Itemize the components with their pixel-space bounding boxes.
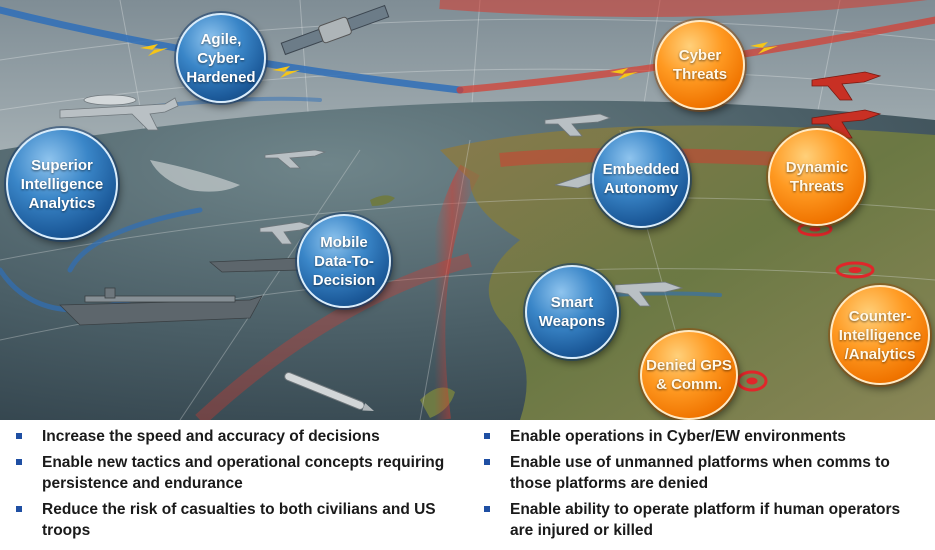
- target-ring: [835, 261, 875, 279]
- enemy-jet-icon: [811, 109, 882, 139]
- mobile-data-to-decision-bubble: Mobile Data-To- Decision: [297, 214, 391, 308]
- cyber-threats-bubble: Cyber Threats: [655, 20, 745, 110]
- satellite-icon: [280, 4, 390, 56]
- benefit-text: Enable operations in Cyber/EW environmen…: [510, 428, 846, 445]
- carrier-island: [104, 287, 116, 299]
- enemy-jet-icon: [811, 71, 882, 101]
- enemy-aircraft: [811, 71, 882, 139]
- bullet-square-icon: [484, 506, 490, 512]
- benefit-item: Enable operations in Cyber/EW environmen…: [482, 426, 927, 447]
- lightning-icon: [610, 68, 638, 80]
- bullet-square-icon: [16, 433, 22, 439]
- missile-icon: [284, 371, 375, 411]
- embedded-autonomy-bubble: Embedded Autonomy: [592, 130, 690, 228]
- bullet-square-icon: [484, 433, 490, 439]
- smoke-trail: [150, 160, 240, 192]
- bullet-square-icon: [16, 459, 22, 465]
- denied-gps-comm-bubble: Denied GPS & Comm.: [640, 330, 738, 420]
- awacs-radome: [83, 94, 137, 106]
- lightning-icon: [272, 66, 300, 78]
- target-rings: [736, 221, 875, 392]
- naval-vessels: [59, 254, 314, 326]
- benefit-item: Increase the speed and accuracy of decis…: [14, 426, 459, 447]
- uav-icon: [614, 281, 684, 307]
- fighter-jet-icon: [264, 149, 327, 169]
- bullet-square-icon: [484, 459, 490, 465]
- superior-intelligence-analytics-bubble: Superior Intelligence Analytics: [6, 128, 118, 240]
- benefit-item: Enable new tactics and operational conce…: [14, 452, 459, 494]
- island-small: [370, 195, 395, 206]
- target-ring: [736, 370, 768, 392]
- lightning-icon: [750, 42, 778, 54]
- benefit-item: Enable ability to operate platform if hu…: [482, 499, 927, 541]
- counter-intelligence-analytics-bubble: Counter- Intelligence /Analytics: [830, 285, 930, 385]
- dynamic-threats-bubble: Dynamic Threats: [768, 128, 866, 226]
- agile-cyber-hardened-bubble: Agile, Cyber- Hardened: [176, 13, 266, 103]
- benefit-text: Enable use of unmanned platforms when co…: [510, 454, 890, 492]
- friendly-aircraft: [59, 94, 684, 307]
- benefits-panel: Increase the speed and accuracy of decis…: [0, 420, 935, 550]
- benefit-item: Enable use of unmanned platforms when co…: [482, 452, 927, 494]
- benefits-right-column: Enable operations in Cyber/EW environmen…: [482, 426, 927, 546]
- benefit-text: Enable ability to operate platform if hu…: [510, 501, 901, 539]
- uav-icon: [259, 221, 314, 245]
- benefit-item: Reduce the risk of casualties to both ci…: [14, 499, 459, 541]
- awacs-aircraft-icon: [59, 97, 179, 131]
- lightning-icon: [140, 44, 168, 56]
- smart-weapons-bubble: Smart Weapons: [525, 265, 619, 359]
- carrier-deck: [84, 295, 236, 303]
- bullet-square-icon: [16, 506, 22, 512]
- lightning-icons: [140, 42, 778, 80]
- benefit-text: Enable new tactics and operational conce…: [42, 454, 445, 492]
- benefit-text: Reduce the risk of casualties to both ci…: [42, 501, 436, 539]
- benefit-text: Increase the speed and accuracy of decis…: [42, 428, 380, 445]
- fighter-jet-icon: [544, 113, 612, 137]
- benefits-left-column: Increase the speed and accuracy of decis…: [14, 426, 459, 546]
